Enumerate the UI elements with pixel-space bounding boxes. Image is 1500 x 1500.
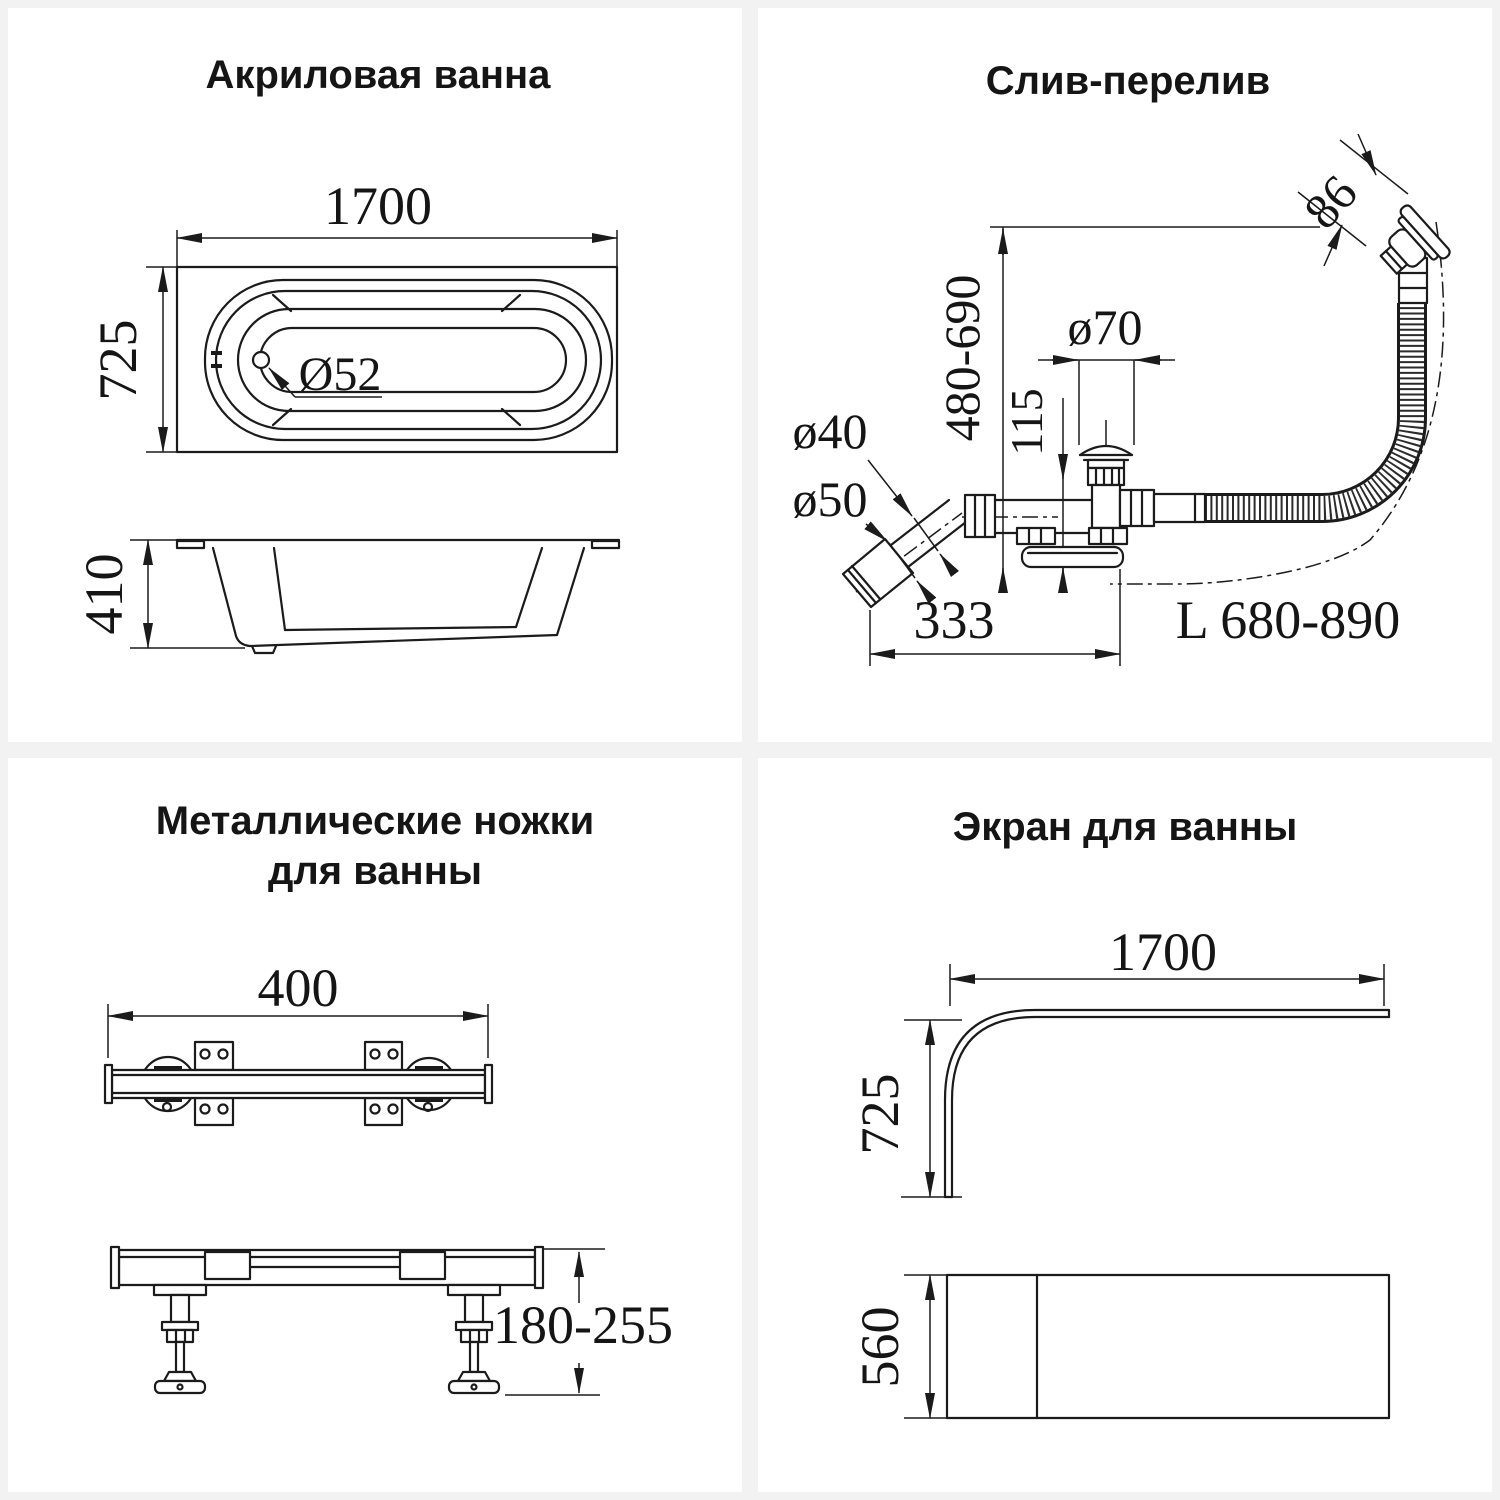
hose-length-label: L 680-890	[1176, 590, 1400, 650]
screen-height-label: 560	[850, 1307, 910, 1388]
dim-bath-width: 725	[88, 266, 177, 453]
dim-flange-diameter: ø70	[1038, 299, 1175, 445]
hose-extension-guide	[1110, 221, 1445, 585]
offset-label: 333	[914, 590, 995, 650]
screen-length-label: 1700	[1109, 922, 1217, 982]
dim-bath-depth: 410	[74, 539, 245, 649]
dim-pipe-diameters: ø40 ø50	[793, 403, 959, 604]
drain-bump	[250, 644, 278, 655]
base-nut-left	[1015, 526, 1057, 546]
outlet-pipe	[1152, 492, 1207, 524]
bath-top-view: Ø52	[175, 265, 619, 454]
bath-depth-label: 410	[74, 554, 134, 635]
waste-elbow	[841, 493, 1094, 609]
screen-depth-label: 725	[850, 1074, 910, 1155]
dim-bath-length: 1700	[176, 176, 618, 267]
install-height-label: 480-690	[934, 275, 990, 442]
dim-screen-length: 1700	[949, 922, 1385, 1006]
valve-body	[1090, 483, 1122, 530]
bath-screen-drawing: Экран для ванны 1700 725	[850, 805, 1391, 1420]
dim-under-height: 115	[1001, 388, 1068, 593]
dim-screen-height: 560	[850, 1274, 947, 1419]
acrylic-bath-drawing: Акриловая ванна 1700 725	[74, 53, 621, 655]
dim-offset: 333	[869, 569, 1121, 666]
frame-length-label: 400	[258, 958, 339, 1018]
panel-drain-overflow: Слив-перелив 480-690 ø70	[758, 8, 1492, 742]
legs-height-label: 180-255	[493, 1295, 673, 1355]
dim-install-height: 480-690	[934, 226, 1320, 593]
panel-title-drain: Слив-перелив	[986, 59, 1270, 103]
leg-right	[446, 1283, 502, 1395]
dim-legs-height: 180-255	[493, 1248, 673, 1396]
legs-top-view	[103, 1040, 494, 1127]
panel-acrylic-bath: Акриловая ванна 1700 725	[8, 8, 742, 742]
bath-drain-label: Ø52	[299, 348, 382, 401]
base-nut-right	[1087, 526, 1129, 546]
metal-legs-drawing: Металлические ножки для ванны 400	[103, 799, 673, 1396]
pipe-d50-label: ø50	[793, 471, 868, 527]
overflow-head	[1379, 204, 1451, 275]
elbow-nut	[963, 493, 997, 539]
panel-bath-screen: Экран для ванны 1700 725	[758, 758, 1492, 1492]
outlet-nut	[1118, 488, 1156, 528]
dim-frame-length: 400	[107, 958, 489, 1058]
dim-screen-depth: 725	[850, 1019, 962, 1198]
under-height-label: 115	[1001, 388, 1052, 455]
panel-title-legs-1: Металлические ножки	[156, 799, 594, 843]
bath-side-view	[130, 538, 621, 655]
panel-title-legs-2: для ванны	[268, 849, 482, 893]
panel-title-screen: Экран для ванны	[953, 805, 1297, 849]
panel-metal-legs: Металлические ножки для ванны 400	[8, 758, 742, 1492]
drain-valve	[1015, 444, 1207, 569]
overflow-hose	[1205, 256, 1429, 523]
panel-title-bath: Акриловая ванна	[206, 53, 552, 97]
drain-hole	[251, 350, 271, 370]
drain-overflow-drawing: Слив-перелив 480-690 ø70	[793, 59, 1451, 666]
pipe-d40-label: ø40	[793, 403, 868, 459]
socket-d50	[841, 537, 915, 609]
leg-left	[152, 1283, 208, 1395]
bath-length-label: 1700	[324, 176, 432, 236]
screen-front-view	[945, 1273, 1391, 1420]
drain-base	[1020, 545, 1125, 569]
flange-diameter-label: ø70	[1068, 299, 1143, 355]
bath-width-label: 725	[88, 320, 148, 401]
legs-side-view	[109, 1245, 545, 1290]
screen-top-view	[943, 1008, 1391, 1199]
